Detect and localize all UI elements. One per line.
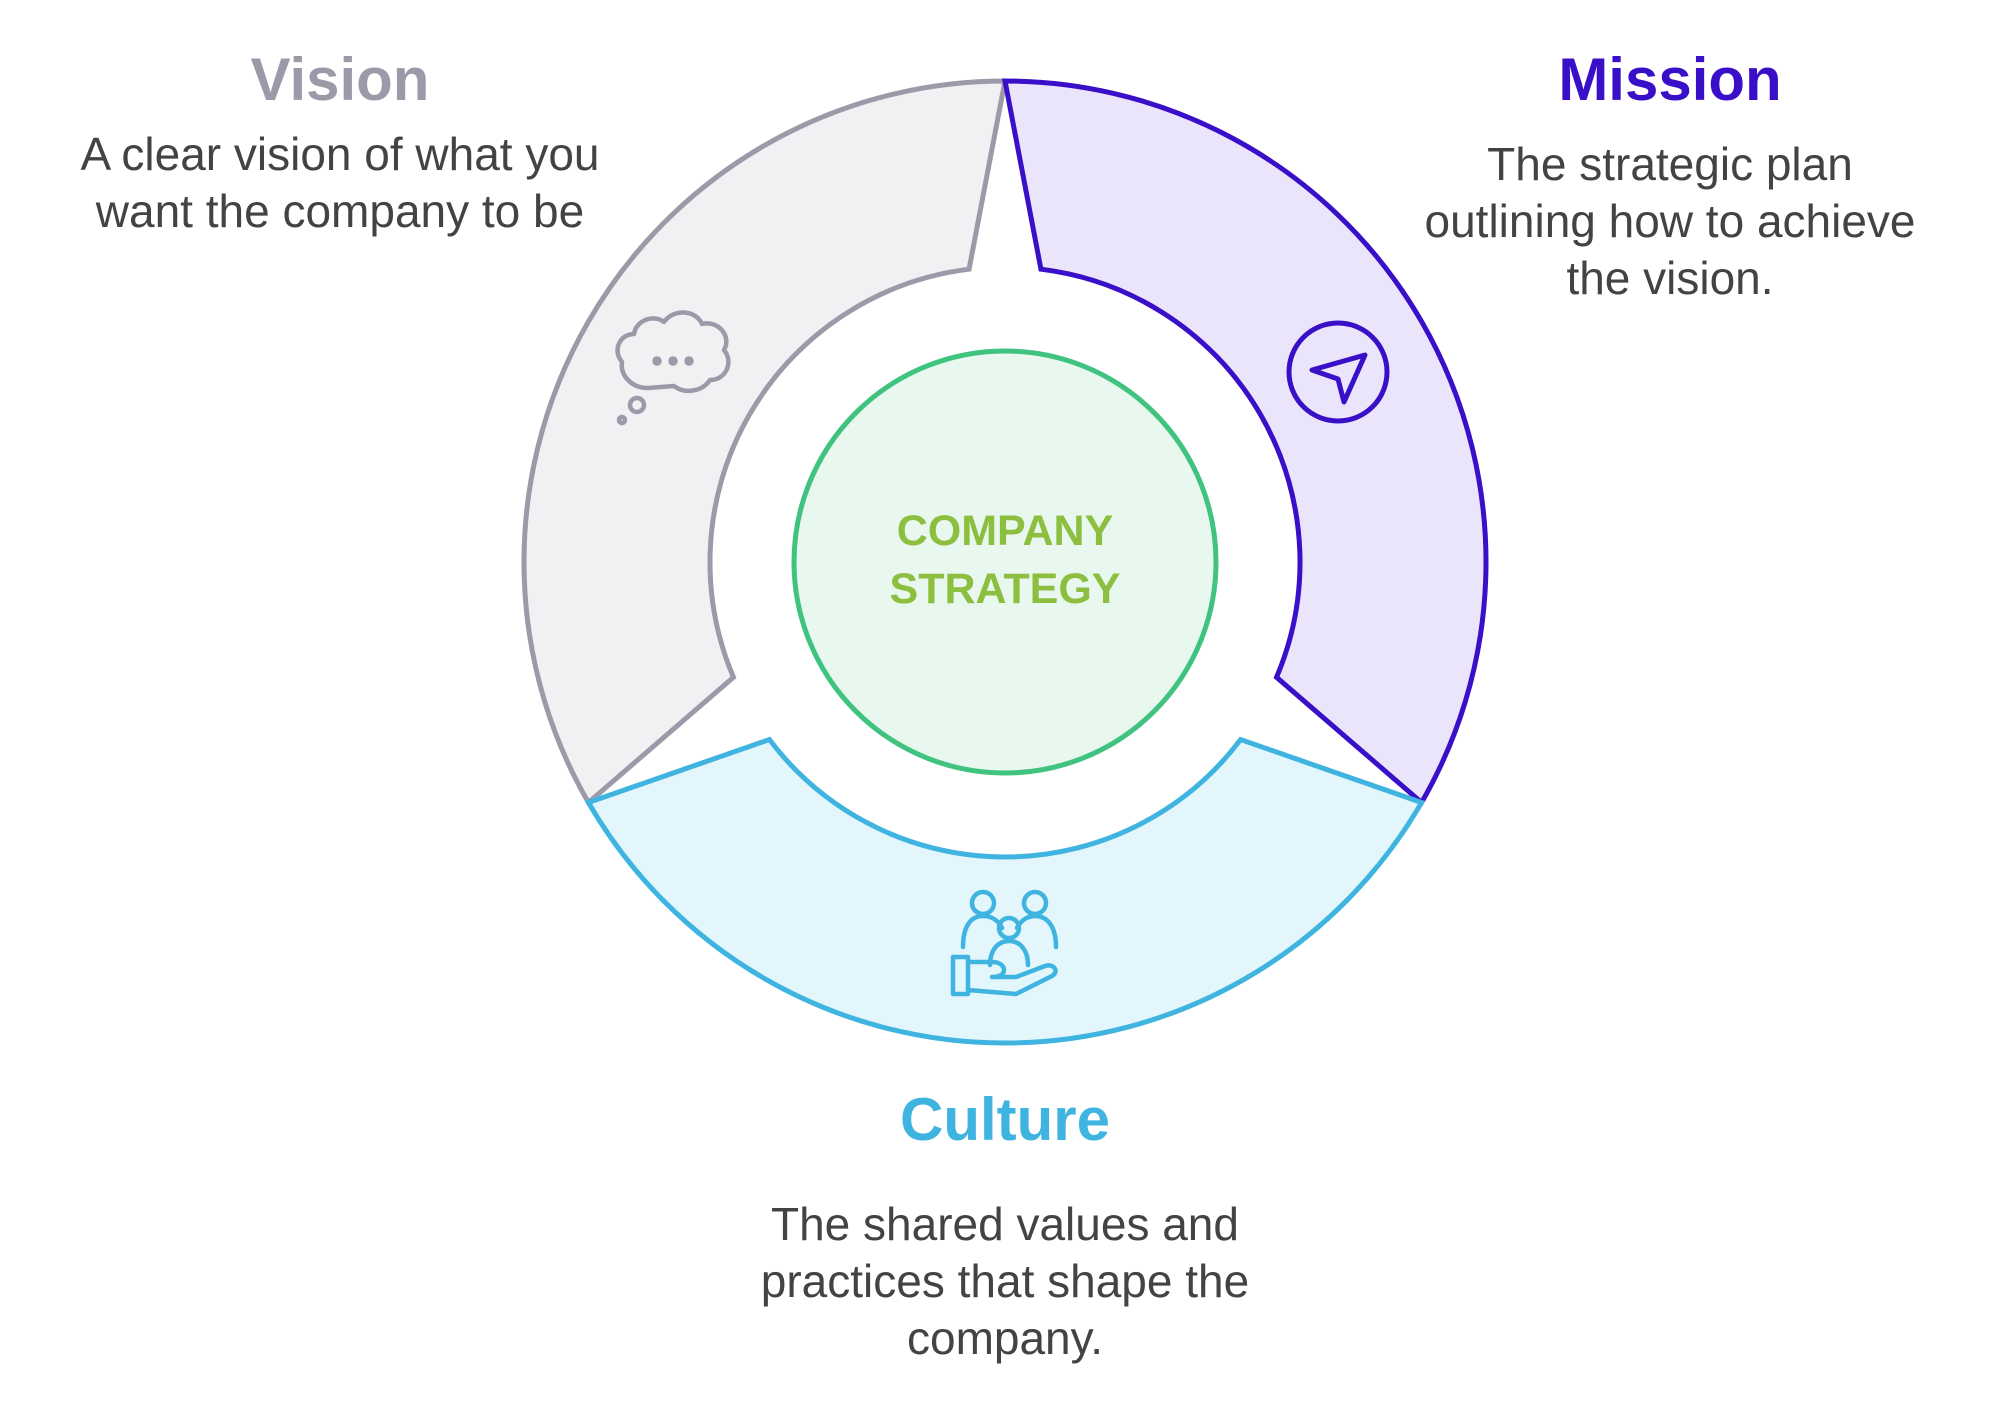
culture-description: The shared values and practices that sha… xyxy=(760,1198,1250,1364)
center-title-line1: COMPANY xyxy=(897,507,1114,555)
people-in-hand-icon xyxy=(950,889,1059,997)
center-circle: COMPANY STRATEGY xyxy=(791,348,1219,776)
icons-layer xyxy=(615,310,1390,997)
center-title-line2: STRATEGY xyxy=(890,565,1121,613)
mission-label: Mission The strategic plan outlining how… xyxy=(1360,44,1980,307)
vision-title: Vision xyxy=(250,46,430,113)
segments-layer xyxy=(521,78,1489,1046)
vision-label: Vision A clear vision of what you want t… xyxy=(20,44,660,240)
mission-segment xyxy=(1001,78,1489,807)
culture-title: Culture xyxy=(900,1086,1110,1153)
mission-description: The strategic plan outlining how to achi… xyxy=(1424,138,1916,304)
culture-label: Culture The shared values and practices … xyxy=(690,1084,1320,1367)
navigation-arrow-icon xyxy=(1286,320,1390,424)
mission-title: Mission xyxy=(1558,46,1782,113)
culture-segment xyxy=(584,736,1426,1046)
thought-bubble-icon xyxy=(615,310,731,426)
vision-segment xyxy=(521,78,1009,807)
vision-description: A clear vision of what you want the comp… xyxy=(80,128,600,237)
